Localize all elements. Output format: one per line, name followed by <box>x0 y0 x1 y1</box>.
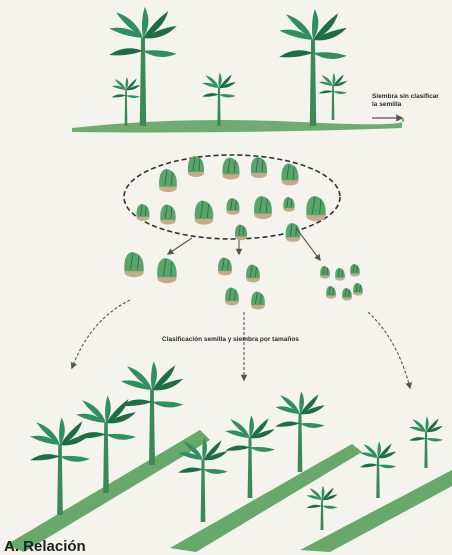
sucker <box>137 204 150 221</box>
top-plants <box>109 7 347 126</box>
banana-leaf <box>219 94 236 97</box>
banana-leaf <box>333 91 347 94</box>
arrow-down-left <box>72 300 130 368</box>
sucker <box>222 158 239 180</box>
arrow-to-small <box>296 228 320 260</box>
row-plant-small <box>409 416 443 468</box>
banana-leaf <box>203 469 228 474</box>
banana-leaf <box>378 465 396 469</box>
banana-leaf <box>300 423 325 428</box>
label-unsorted-line2: la semilla <box>372 101 452 109</box>
row-plant-medium <box>225 415 274 498</box>
banana-leaf <box>250 447 275 452</box>
sucker-medium <box>246 265 260 283</box>
banana-leaf <box>275 422 300 427</box>
sucker <box>283 197 294 212</box>
banana-leaf <box>409 437 426 441</box>
pseudostem <box>103 423 109 493</box>
sucker <box>306 196 325 221</box>
banana-plant-small-right <box>319 73 348 120</box>
sucker <box>286 223 301 242</box>
sucker-large <box>157 258 176 283</box>
banana-leaf <box>106 434 136 440</box>
banana-leaf <box>319 90 333 93</box>
banana-leaf <box>426 438 443 441</box>
sucker <box>195 201 214 225</box>
row-plant-medium <box>275 391 324 472</box>
sorted-suckers <box>124 252 363 309</box>
arrow-to-large <box>168 238 192 254</box>
pseudostem <box>332 86 335 120</box>
sucker-small <box>353 283 363 296</box>
pseudostem <box>376 458 380 498</box>
banana-leaf <box>306 505 322 508</box>
banana-leaf <box>112 94 126 97</box>
sucker-small <box>326 286 336 299</box>
pseudostem <box>424 432 427 468</box>
banana-leaf <box>360 464 378 468</box>
pseudostem <box>321 500 324 530</box>
banana-plant-large-left <box>109 7 177 126</box>
sucker-small <box>335 268 345 281</box>
sucker-small <box>342 288 352 301</box>
banana-leaf <box>152 401 183 407</box>
row-plant-small <box>360 441 396 498</box>
sucker <box>227 198 240 215</box>
sucker <box>159 169 177 192</box>
sucker-medium <box>225 288 239 306</box>
label-unsorted-planting: Siembra sin clasificar la semilla <box>372 93 452 109</box>
label-sorted-planting: Clasificación semilla y siembra por tama… <box>162 336 299 344</box>
sucker <box>251 157 267 178</box>
bottom-rows <box>6 361 452 552</box>
sucker <box>188 156 204 177</box>
row-plant-large <box>30 417 90 515</box>
banana-plant-small-left <box>112 77 141 126</box>
banana-leaf <box>202 93 219 97</box>
banana-plant-small-center <box>202 72 236 126</box>
sorting-arrows <box>72 228 410 388</box>
corner-caption: A. Relación <box>4 538 86 555</box>
banana-leaf <box>313 52 347 59</box>
top-ground <box>72 118 404 133</box>
sucker-small <box>350 264 360 277</box>
grass-strip <box>72 118 404 133</box>
banana-leaf <box>126 95 140 98</box>
sucker-large <box>124 252 143 277</box>
sucker-medium <box>218 258 232 276</box>
pseudostem <box>217 88 220 126</box>
sucker <box>281 164 298 186</box>
banana-leaf <box>60 456 90 462</box>
banana-leaf <box>225 446 250 451</box>
sucker-small <box>320 266 330 279</box>
sucker-medium <box>251 292 265 310</box>
pseudostem <box>298 414 303 472</box>
sucker <box>254 196 272 219</box>
banana-leaf <box>30 454 60 460</box>
banana-leaf <box>76 432 106 438</box>
row-plant-medium <box>306 486 337 530</box>
banana-leaf <box>178 468 203 473</box>
sucker <box>235 225 247 241</box>
banana-leaf <box>109 48 143 55</box>
label-unsorted-line1: Siembra sin clasificar <box>372 93 452 101</box>
banana-plant-large-right <box>279 9 347 126</box>
banana-leaf <box>143 50 177 57</box>
banana-leaf <box>322 506 338 509</box>
banana-leaf <box>279 50 313 57</box>
sucker <box>160 205 175 225</box>
pseudostem <box>57 445 63 515</box>
arrow-down-right <box>368 312 410 388</box>
